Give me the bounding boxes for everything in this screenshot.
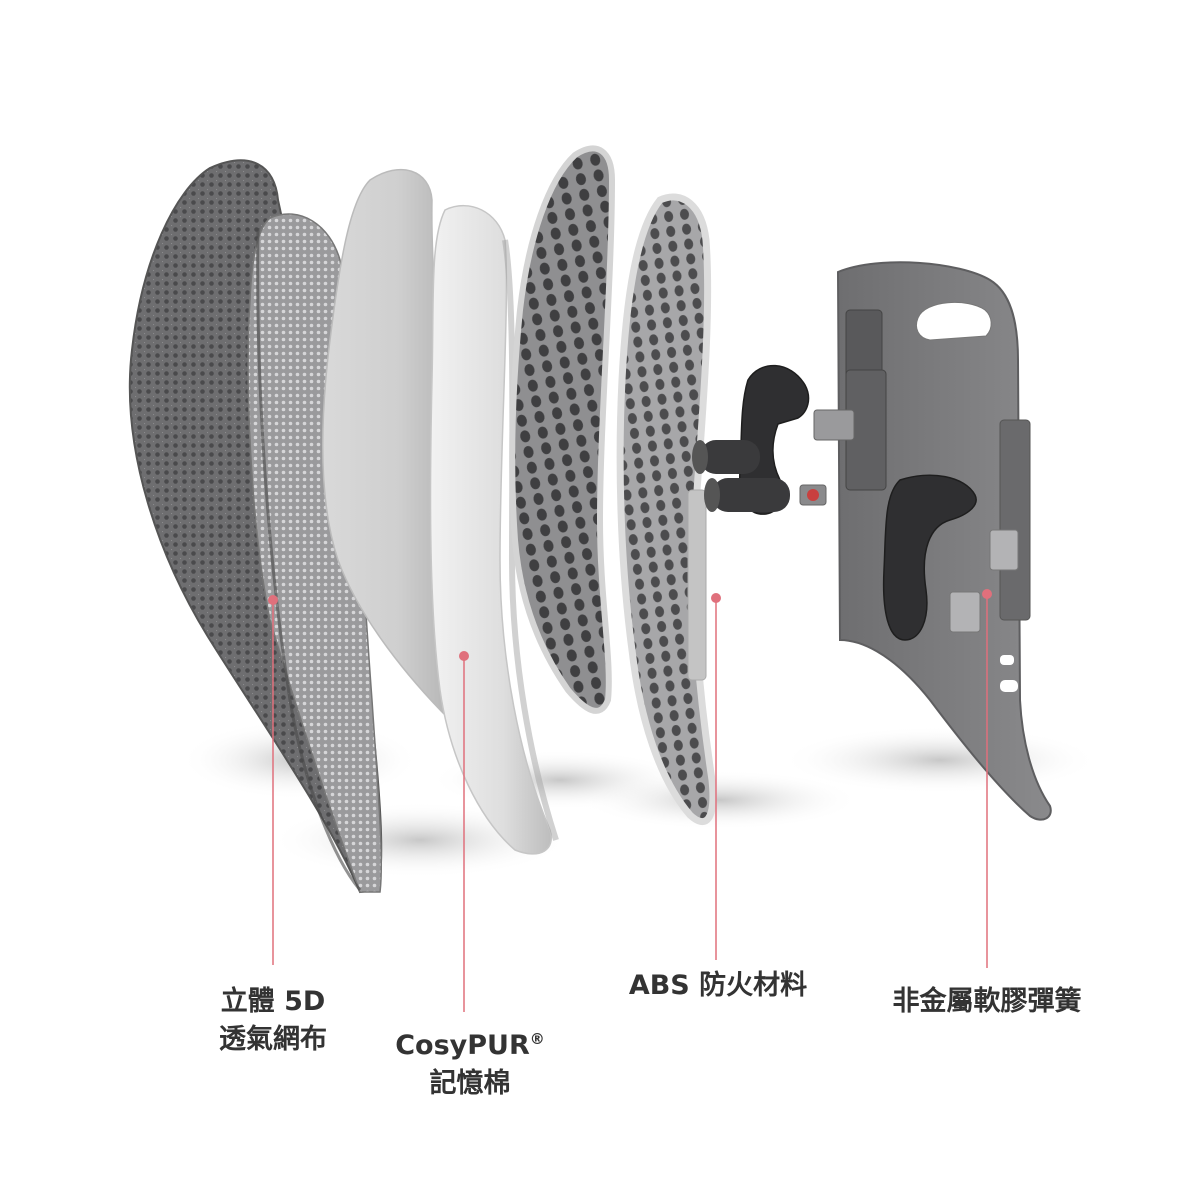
label-foam-line-1: CosyPUR® xyxy=(385,1020,555,1065)
label-mesh-line-1: 立體 5D xyxy=(220,986,326,1017)
label-memory-foam: CosyPUR® 記憶棉 xyxy=(385,1020,555,1103)
memory-foam-layer xyxy=(321,169,559,855)
label-mesh-fabric: 立體 5D 透氣網布 xyxy=(203,983,343,1059)
rear-plate-layer xyxy=(813,261,1052,821)
label-abs-material: ABS 防火材料 xyxy=(608,967,828,1005)
label-soft-spring: 非金屬軟膠彈簧 xyxy=(862,983,1112,1021)
label-mesh-line-2: 透氣網布 xyxy=(219,1024,327,1055)
callout-foam xyxy=(459,651,469,1012)
abs-shell-layer xyxy=(509,145,717,825)
callout-spring xyxy=(982,589,992,968)
hinge-mechanism xyxy=(692,364,827,515)
callout-mesh xyxy=(268,595,278,965)
label-abs-line-1: ABS 防火材料 xyxy=(628,970,808,1001)
callout-abs xyxy=(711,593,721,960)
registered-mark: ® xyxy=(529,1030,545,1048)
label-spring-line-1: 非金屬軟膠彈簧 xyxy=(892,986,1082,1017)
label-foam-brand: CosyPUR xyxy=(395,1030,530,1061)
label-foam-line-2: 記憶棉 xyxy=(429,1068,511,1099)
